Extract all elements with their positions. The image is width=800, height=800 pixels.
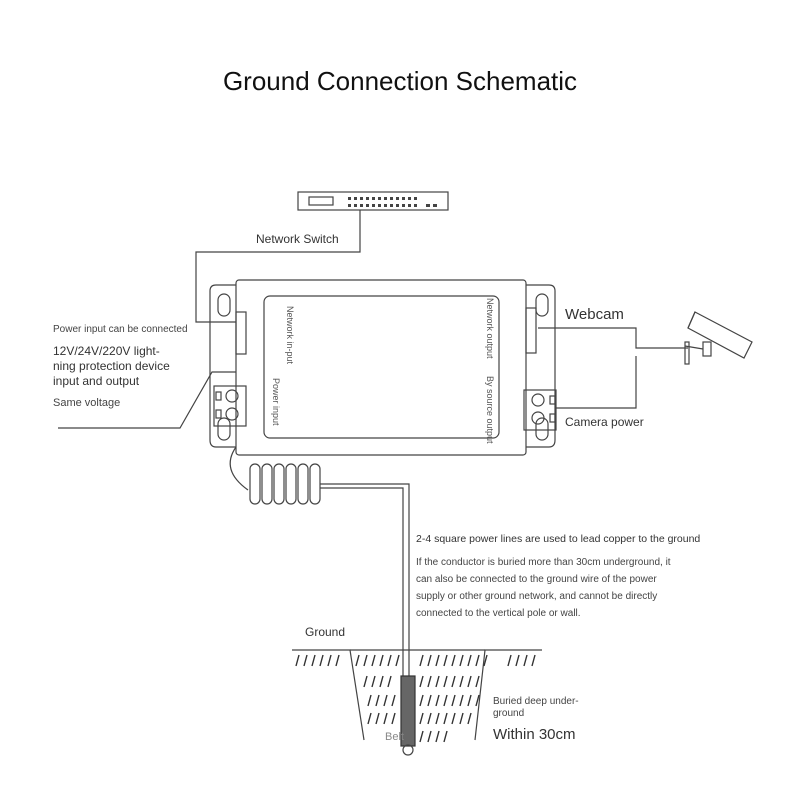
network-switch-label: Network Switch [256,232,339,246]
ground-notes-line4: connected to the vertical pole or wall. [416,608,581,619]
device-inner-panel [263,295,500,439]
webcam-label: Webcam [565,306,624,323]
coiled-ground-cable [229,446,410,690]
switch-to-device-wire [195,210,361,323]
left-mounting-ear [209,284,236,448]
device-housing [235,279,527,456]
right-mounting-ear [526,284,556,448]
camera-power-label: Camera power [565,415,644,429]
ground-notes-line3: supply or other ground network, and cann… [416,591,658,602]
ground-notes-line1: If the conductor is buried more than 30c… [416,557,671,568]
network-input-label: Network in-put [285,306,295,365]
same-voltage-label: Same voltage [53,397,121,409]
buried-label-line1: Buried deep under- [493,696,579,707]
right-network-port [525,307,537,354]
soil-hatching [295,654,536,743]
device-description-line1: 12V/24V/220V light- [53,344,160,358]
network-switch-slot [308,196,334,206]
within-30cm-label: Within 30cm [493,726,576,743]
camera-power-wire [556,356,637,409]
device-description: 12V/24V/220V light- ning protection devi… [53,344,170,389]
ground-rod [400,675,416,747]
webcam-drawing [684,311,753,365]
network-output-label: Network output [485,298,495,359]
device-description-line3: input and output [53,374,140,388]
webcam-network-wire [538,327,688,349]
ground-notes: 2-4 square power lines are used to lead … [416,531,736,622]
network-switch-box [297,191,449,211]
belt-label: Belt [385,731,404,743]
ground-notes-headline: 2-4 square power lines are used to lead … [416,533,701,545]
buried-label-line2: ground [493,708,525,719]
power-input-label: Power input [271,378,281,426]
right-terminal-block [523,389,557,431]
buried-label: Buried deep under- ground [493,696,579,720]
power-input-wire [58,371,236,429]
left-network-port [235,311,247,355]
source-output-label: By source output [485,376,495,444]
switch-ports [348,197,437,207]
power-input-note: Power input can be connected [53,324,188,335]
diagram-title: Ground Connection Schematic [222,66,578,96]
left-terminal-block [213,385,247,427]
ground-notes-line2: can also be connected to the ground wire… [416,574,657,585]
ground-label: Ground [305,625,346,639]
device-description-line2: ning protection device [53,359,170,373]
